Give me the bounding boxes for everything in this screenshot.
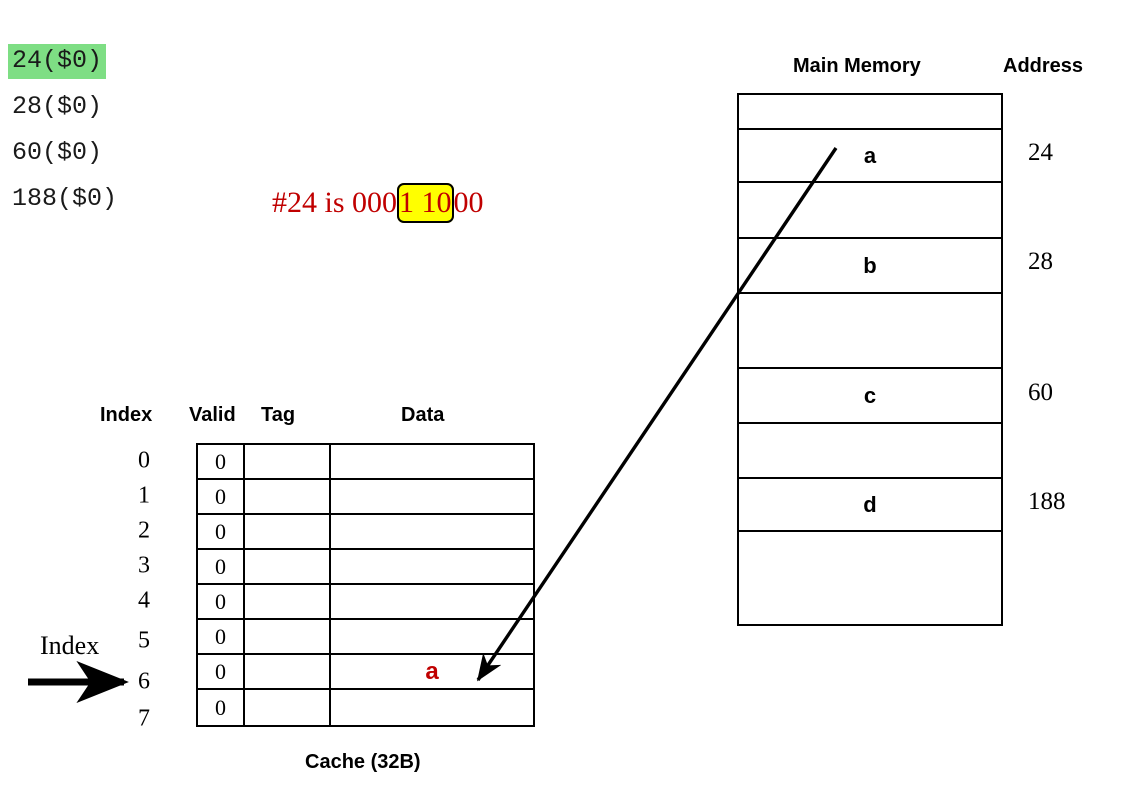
cache-row-selected[interactable]: 0 a (198, 655, 533, 690)
address-operand-row: 24($0) (8, 44, 228, 90)
memory-cell-value: b (863, 252, 877, 278)
cache-tag-cell (245, 480, 331, 513)
cache-data-cell (331, 445, 533, 478)
cache-data-cell (331, 550, 533, 583)
cache-index-5: 5 (138, 627, 150, 654)
memory-row[interactable]: a (739, 130, 1001, 183)
cache-data-cell (331, 690, 533, 725)
memory-row[interactable]: b (739, 239, 1001, 294)
cache-row[interactable]: 0 (198, 690, 533, 725)
cache-index-7: 7 (138, 705, 150, 732)
binary-annotation-index-bits: 1 10 (397, 183, 454, 223)
cache-tag-cell (245, 515, 331, 548)
cache-data-cell (331, 515, 533, 548)
memory-address-188: 188 (1028, 488, 1066, 515)
memory-row[interactable] (739, 294, 1001, 369)
address-operand-list: 24($0) 28($0) 60($0) 188($0) (8, 44, 228, 228)
cache-tag-cell (245, 550, 331, 583)
address-operand-0[interactable]: 24($0) (8, 44, 107, 79)
address-operand-3[interactable]: 188($0) (12, 184, 118, 213)
cache-index-4: 4 (138, 587, 150, 614)
cache-tag-cell (245, 585, 331, 618)
address-operand-row: 188($0) (8, 182, 228, 228)
cache-valid-bit: 0 (198, 585, 245, 618)
memory-row[interactable] (739, 424, 1001, 479)
cache-valid-bit: 0 (198, 445, 245, 478)
cache-valid-bit: 0 (198, 690, 245, 725)
cache-valid-bit: 0 (198, 480, 245, 513)
cache-table: 0 0 0 0 0 0 0 (196, 443, 535, 727)
memory-address-28: 28 (1028, 248, 1053, 275)
memory-row[interactable]: d (739, 479, 1001, 532)
binary-annotation: #24 is 0001 1000 (272, 183, 484, 223)
cache-index-2: 2 (138, 517, 150, 544)
address-operand-row: 60($0) (8, 136, 228, 182)
address-operand-2[interactable]: 60($0) (12, 138, 103, 167)
main-memory-title: Main Memory (793, 55, 921, 77)
cache-data-cell (331, 620, 533, 653)
cache-data-cell (331, 480, 533, 513)
cache-index-6: 6 (138, 668, 150, 695)
cache-index-3: 3 (138, 552, 150, 579)
memory-row[interactable] (739, 532, 1001, 624)
cache-row[interactable]: 0 (198, 480, 533, 515)
address-operand-1[interactable]: 28($0) (12, 92, 103, 121)
cache-header-valid: Valid (189, 404, 236, 426)
binary-annotation-suffix: 00 (453, 186, 484, 219)
memory-cell-value: c (863, 382, 877, 408)
cache-tag-cell (245, 445, 331, 478)
binary-annotation-prefix: #24 is 000 (272, 186, 398, 219)
cache-row[interactable]: 0 (198, 585, 533, 620)
memory-cell-value: d (863, 491, 877, 517)
cache-tag-cell (245, 620, 331, 653)
cache-valid-bit: 0 (198, 550, 245, 583)
cache-data-cell (331, 585, 533, 618)
cache-header-tag: Tag (261, 404, 296, 426)
cache-valid-bit: 0 (198, 515, 245, 548)
cache-row[interactable]: 0 (198, 620, 533, 655)
cache-row[interactable]: 0 (198, 550, 533, 585)
cache-valid-bit: 0 (198, 655, 245, 688)
memory-address-24: 24 (1028, 139, 1053, 166)
cache-row[interactable]: 0 (198, 515, 533, 550)
cache-valid-bit: 0 (198, 620, 245, 653)
cache-data-cell: a (425, 657, 439, 685)
cache-tag-cell (245, 655, 331, 688)
index-pointer-label: Index (40, 631, 100, 660)
memory-row[interactable]: c (739, 369, 1001, 424)
memory-address-60: 60 (1028, 379, 1053, 406)
memory-cell-value: a (863, 142, 877, 168)
address-column-title: Address (1003, 55, 1084, 77)
cache-tag-cell (245, 690, 331, 725)
cache-caption: Cache (32B) (305, 751, 421, 773)
memory-row[interactable] (739, 95, 1001, 130)
cache-header-index: Index (100, 404, 153, 426)
cache-index-0: 0 (138, 447, 150, 474)
main-memory-table: a b c d (737, 93, 1003, 626)
memory-row[interactable] (739, 183, 1001, 239)
cache-index-1: 1 (138, 482, 150, 509)
cache-row[interactable]: 0 (198, 445, 533, 480)
cache-header-data: Data (401, 404, 445, 426)
address-operand-row: 28($0) (8, 90, 228, 136)
